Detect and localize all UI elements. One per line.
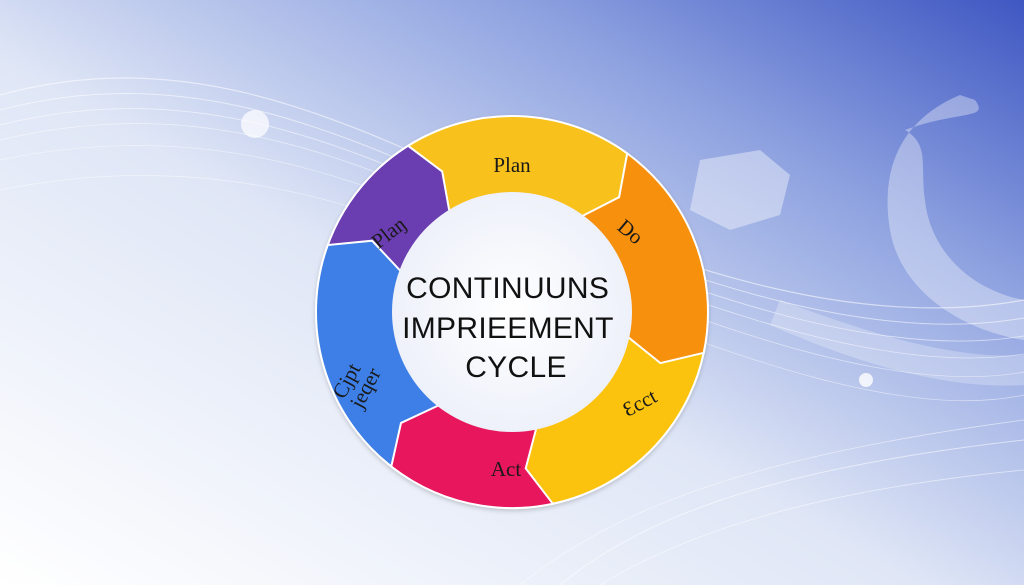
segment-label-top: Plan <box>493 153 531 177</box>
cycle-ring <box>314 115 709 510</box>
decorative-ribbons <box>690 95 1024 386</box>
center-title-line-3: CYCLE <box>465 351 567 384</box>
center-title-line-2: IMPRIEEMENT <box>402 312 613 345</box>
segment-label-bottom: Act <box>491 457 521 481</box>
decorative-dot <box>241 110 269 138</box>
center-title: CONTINUUNS IMPRIEEMENT CYCLE <box>402 272 622 384</box>
decorative-dot <box>859 373 873 387</box>
center-disc <box>392 192 632 432</box>
center-title-line-1: CONTINUUNS <box>406 272 609 305</box>
